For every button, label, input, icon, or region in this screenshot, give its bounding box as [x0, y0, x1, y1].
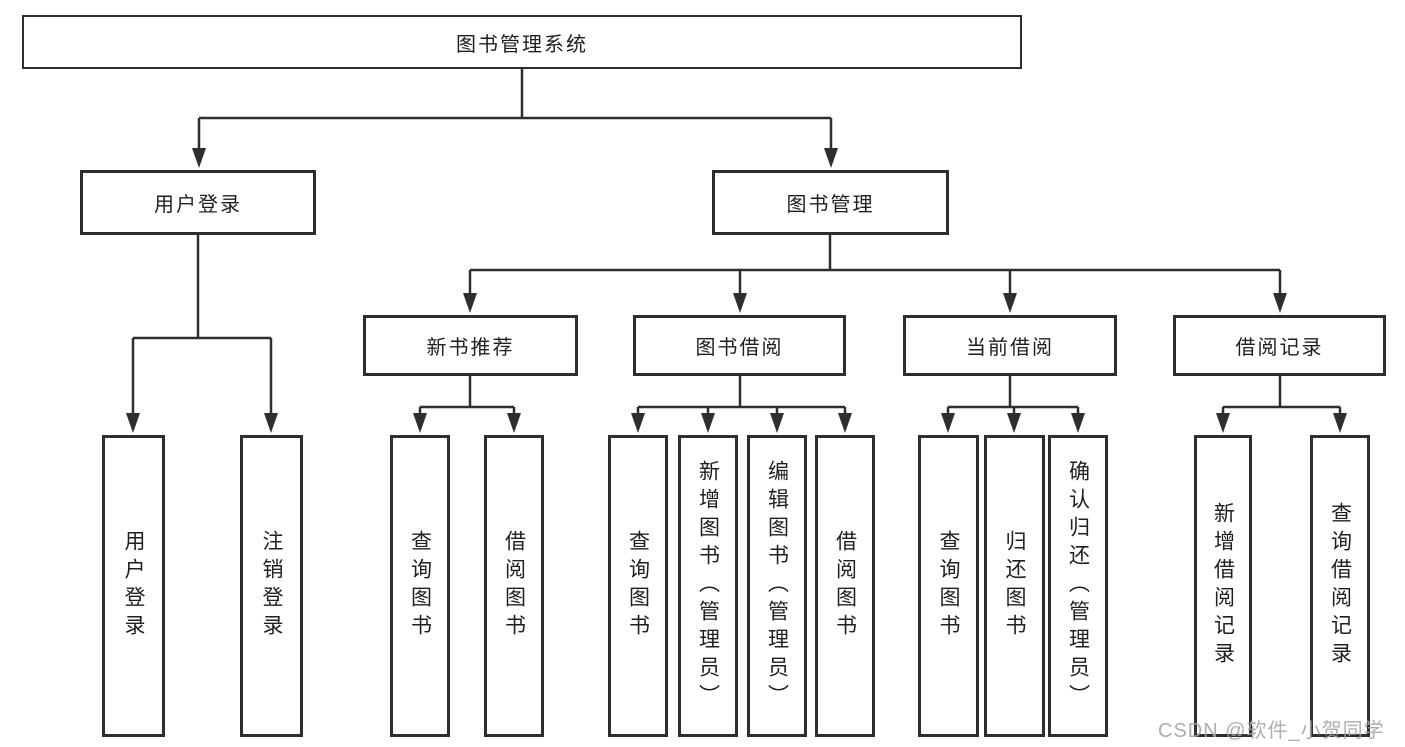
leaf-current-confirm-admin: 确认归还（管理员） [1048, 435, 1108, 737]
node-current-borrow: 当前借阅 [903, 315, 1117, 376]
node-root: 图书管理系统 [22, 15, 1022, 69]
leaf-newbook-query-label: 查询图书 [408, 530, 432, 642]
leaf-record-query: 查询借阅记录 [1310, 435, 1370, 737]
leaf-current-query-label: 查询图书 [937, 530, 960, 642]
leaf-newbook-query: 查询图书 [390, 435, 450, 737]
leaf-borrow-add-admin: 新增图书（管理员） [678, 435, 738, 737]
leaf-newbook-borrow: 借阅图书 [484, 435, 544, 737]
leaf-current-confirm-admin-label: 确认归还（管理员） [1066, 460, 1090, 712]
node-book-management: 图书管理 [712, 170, 949, 235]
leaf-borrow-edit-admin-label: 编辑图书（管理员） [765, 460, 789, 712]
csdn-watermark: CSDN @软件_小贺同学 [1158, 720, 1385, 742]
leaf-user-login: 用户登录 [102, 435, 165, 737]
leaf-borrow-query: 查询图书 [608, 435, 668, 737]
leaf-borrow-book-label: 借阅图书 [833, 530, 857, 642]
arrowheads [126, 148, 1347, 433]
leaf-borrow-edit-admin: 编辑图书（管理员） [747, 435, 807, 737]
node-new-book-recommend: 新书推荐 [363, 315, 578, 376]
node-book-borrow: 图书借阅 [633, 315, 846, 376]
leaf-logout: 注销登录 [240, 435, 303, 737]
leaf-logout-label: 注销登录 [260, 530, 283, 642]
node-borrow-record: 借阅记录 [1173, 315, 1386, 376]
leaf-record-add-label: 新增借阅记录 [1211, 502, 1235, 670]
leaf-newbook-borrow-label: 借阅图书 [502, 530, 526, 642]
leaf-current-return-label: 归还图书 [1003, 530, 1026, 642]
leaf-borrow-book: 借阅图书 [815, 435, 875, 737]
node-user-login: 用户登录 [80, 170, 316, 235]
leaf-record-query-label: 查询借阅记录 [1328, 502, 1352, 670]
leaf-current-query: 查询图书 [918, 435, 979, 737]
leaf-current-return: 归还图书 [984, 435, 1045, 737]
leaf-borrow-add-admin-label: 新增图书（管理员） [696, 460, 720, 712]
leaf-record-add: 新增借阅记录 [1194, 435, 1252, 737]
tree-edges [131, 68, 1342, 417]
leaf-borrow-query-label: 查询图书 [626, 530, 650, 642]
leaf-user-login-label: 用户登录 [122, 530, 145, 642]
